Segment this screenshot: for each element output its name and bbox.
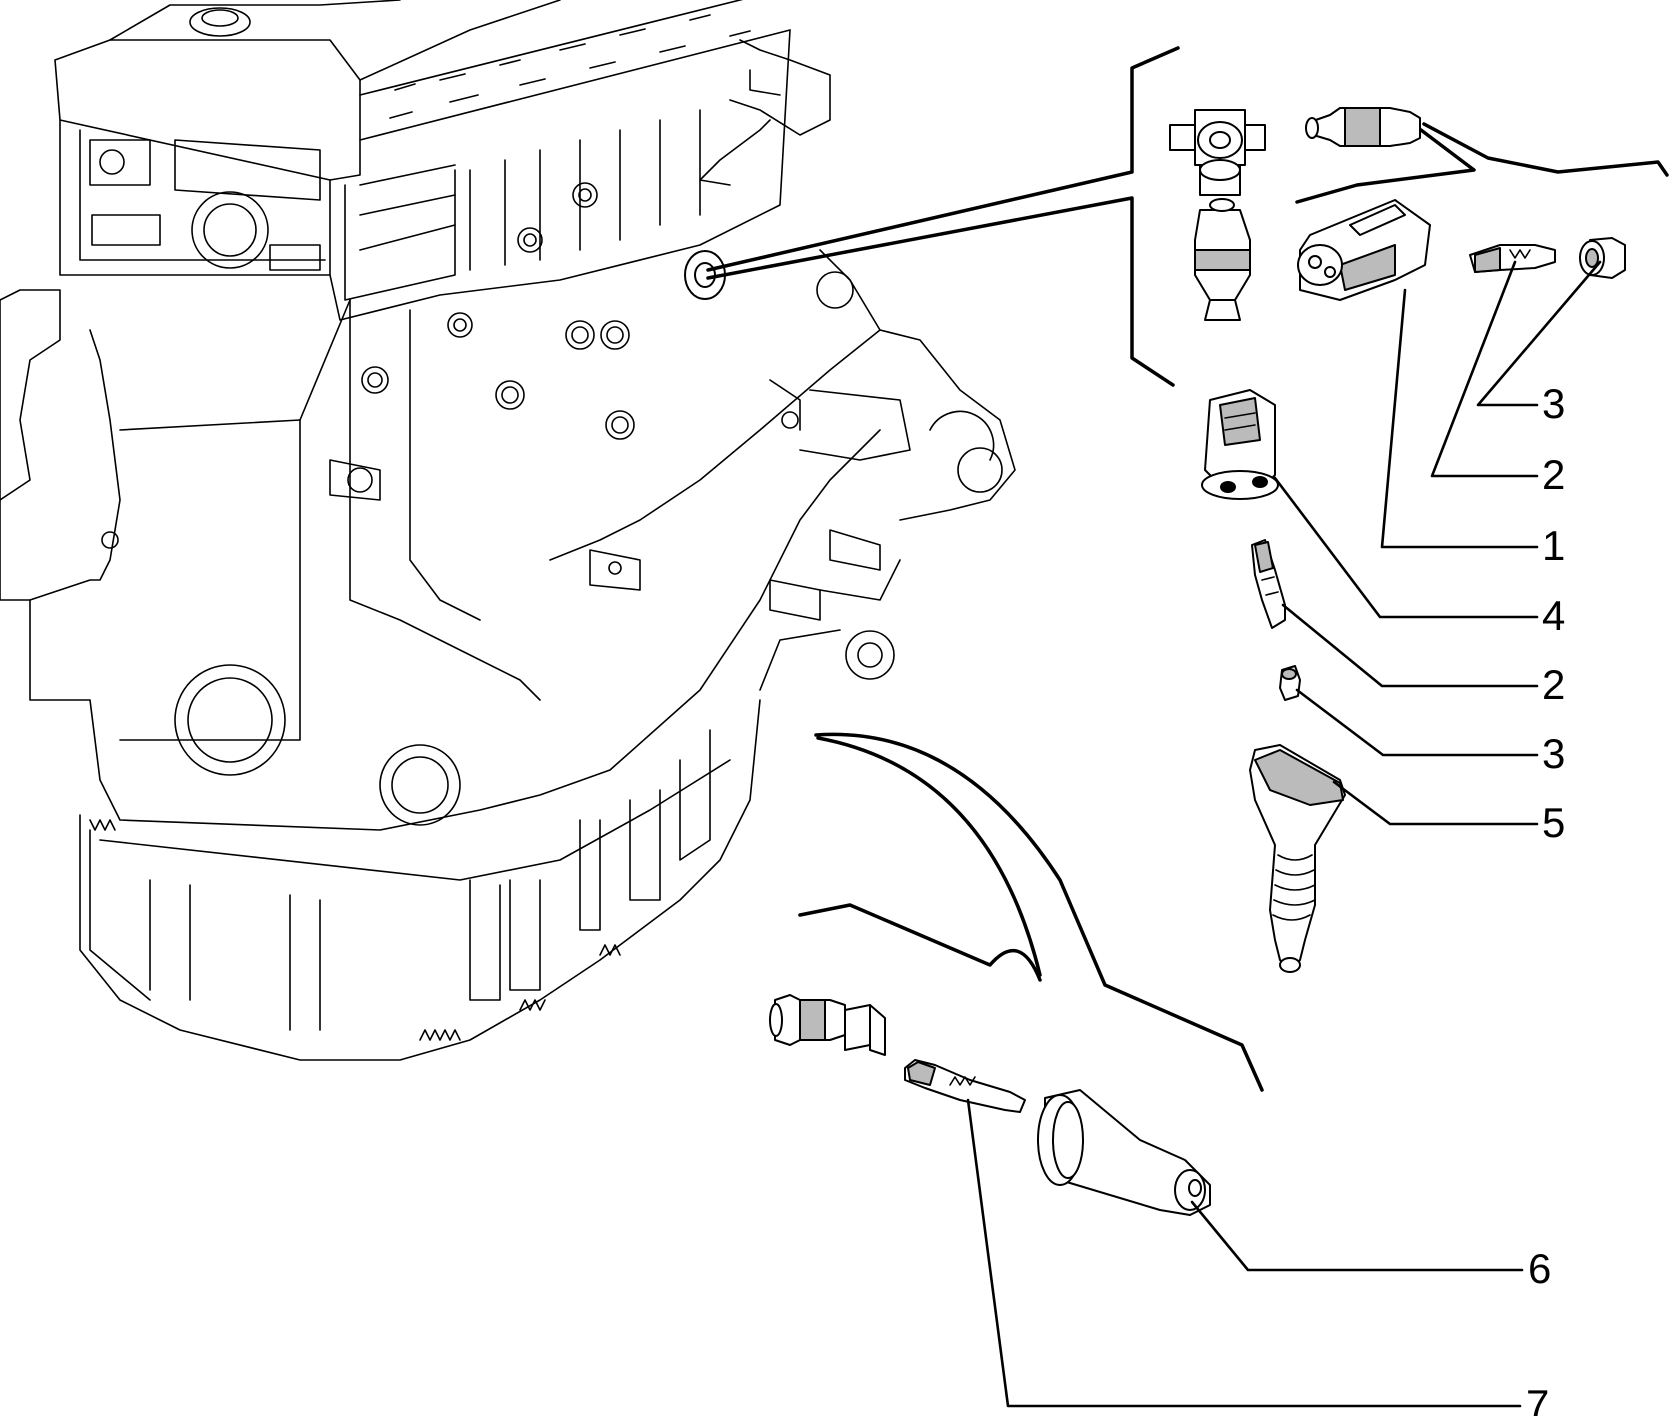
- engine-block: [0, 0, 1016, 1061]
- leader-3b: [1295, 688, 1539, 757]
- terminal-part-middle: [1251, 539, 1286, 629]
- terminal-part-lower: [904, 1059, 1026, 1113]
- callout-1: 1: [1542, 522, 1565, 569]
- leader-3a: [1476, 260, 1602, 407]
- callout-2a: 2: [1542, 451, 1565, 498]
- connector-housing-part: [1297, 199, 1431, 301]
- leader-2a: [1430, 260, 1539, 478]
- temperature-sensor-variant: [1194, 198, 1251, 321]
- seal-part: [1579, 237, 1626, 279]
- callout-2b: 2: [1542, 661, 1565, 708]
- rubber-boot-part: [1249, 744, 1346, 973]
- callout-6: 6: [1528, 1245, 1551, 1292]
- arc-bracket: [798, 732, 1264, 1092]
- leader-7: [966, 1098, 1522, 1408]
- callout-numbers: 3 2 1 4 2 3 5 6 7: [1526, 380, 1565, 1416]
- leader-2b: [1281, 603, 1539, 688]
- pressure-switch-top: [1305, 107, 1421, 147]
- leader-6: [1190, 1200, 1524, 1272]
- plug-connector-part: [1201, 389, 1279, 500]
- leader-5: [1332, 780, 1539, 826]
- callout-7: 7: [1526, 1381, 1549, 1416]
- callout-5: 5: [1542, 799, 1565, 846]
- small-seal-part: [1279, 665, 1301, 701]
- pressure-switch-lower: [769, 994, 886, 1056]
- leader-1: [1380, 288, 1539, 549]
- callout-4: 4: [1542, 592, 1565, 639]
- callout-3b: 3: [1542, 730, 1565, 777]
- leader-4: [1273, 476, 1539, 619]
- protective-cap-part: [1037, 1089, 1211, 1216]
- callout-3a: 3: [1542, 380, 1565, 427]
- variant-bracket: [706, 46, 1669, 387]
- callout-leader-lines: [966, 260, 1602, 1408]
- t-connector-part: [1169, 109, 1266, 196]
- terminal-pin-part: [1469, 244, 1556, 273]
